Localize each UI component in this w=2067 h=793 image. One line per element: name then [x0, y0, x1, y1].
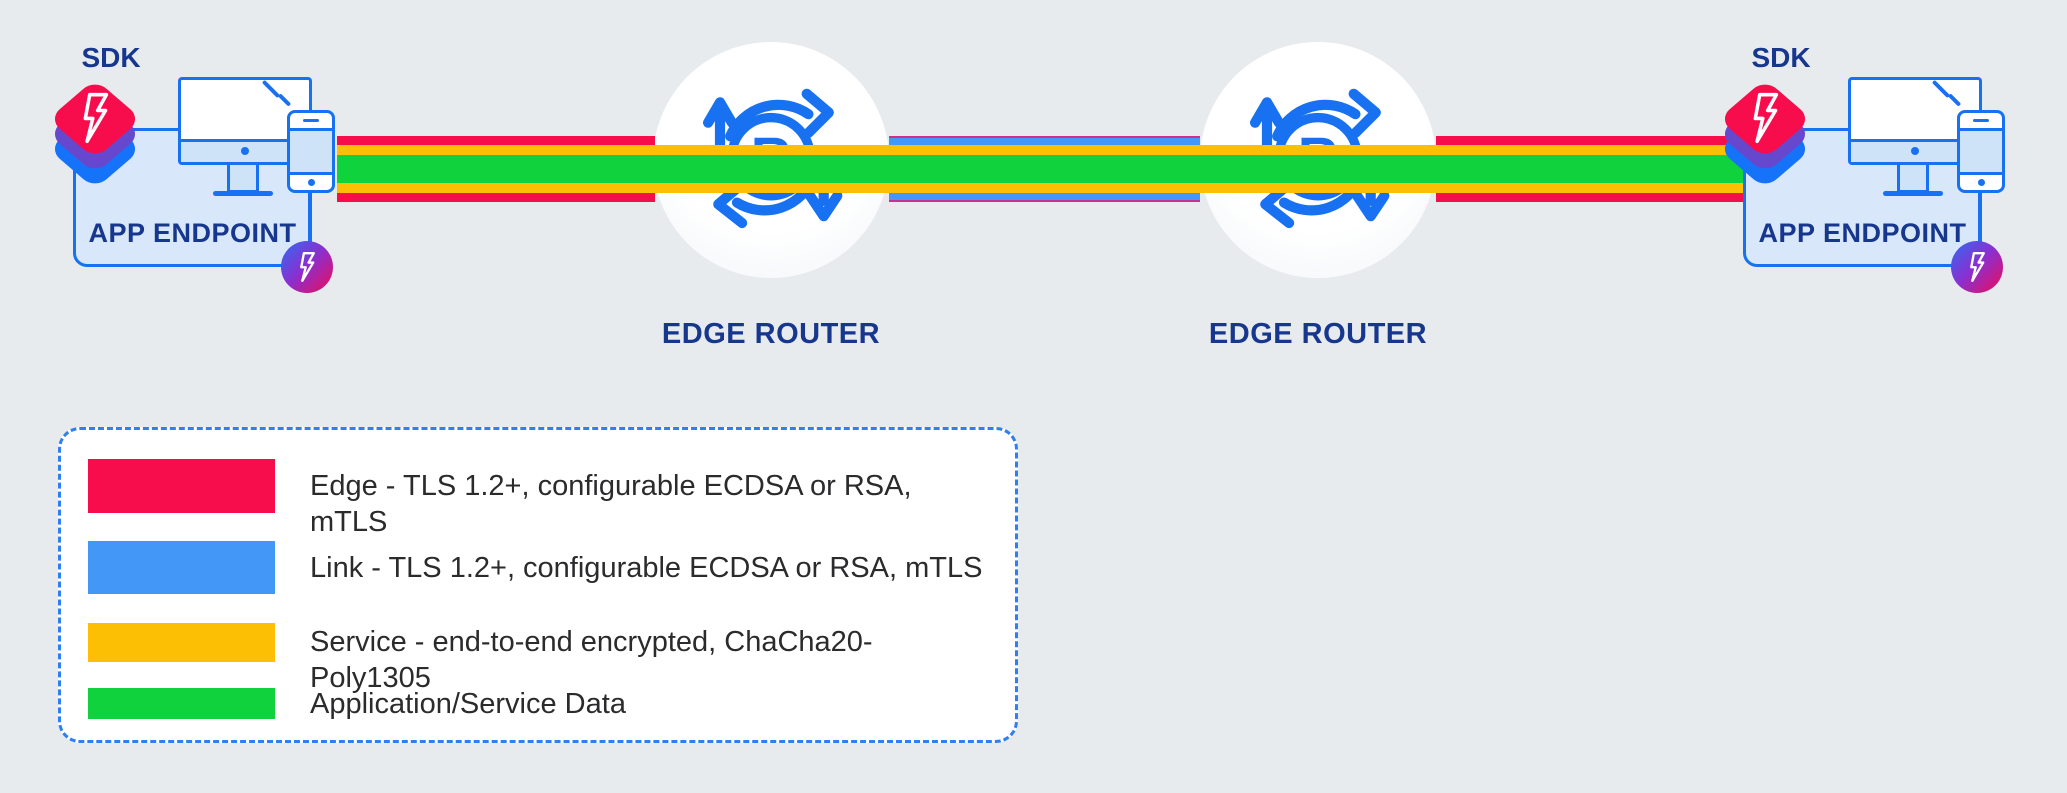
legend-swatch-service [88, 623, 275, 662]
endpoint-connector-line [1978, 193, 1981, 248]
service-encryption-line-top [337, 145, 1743, 155]
legend-box: Edge - TLS 1.2+, configurable ECDSA or R… [58, 427, 1018, 743]
legend-swatch-link [88, 541, 275, 594]
phone-speaker [303, 119, 319, 122]
monitor-stand [227, 165, 259, 193]
ziti-bolt-icon [300, 252, 315, 282]
endpoint-connector-line [308, 193, 311, 248]
phone-speaker [1973, 119, 1989, 122]
legend-swatch-application [88, 688, 275, 719]
legend-label-application: Application/Service Data [310, 688, 626, 720]
edge-tls-line-right-top [1436, 136, 1743, 146]
monitor-button [241, 147, 249, 155]
ziti-bolt-icon [1753, 92, 1779, 144]
application-data-line [337, 155, 1743, 183]
monitor-base [213, 191, 273, 196]
monitor-base [1883, 191, 1943, 196]
app-endpoint-label: APP ENDPOINT [1758, 218, 1967, 248]
app-endpoint-left: SDK APP ENDPOINT [40, 30, 345, 330]
app-endpoint-label: APP ENDPOINT [88, 218, 297, 248]
sdk-label: SDK [1751, 42, 1811, 73]
ziti-identity-icon [281, 241, 333, 293]
edge-tls-line-right-bottom [1436, 192, 1743, 202]
phone-screen [1960, 128, 2002, 175]
edge-router-label-right: EDGE ROUTER [1208, 318, 1428, 350]
ziti-bolt-icon [1970, 252, 1985, 282]
smartphone-icon [1957, 110, 2005, 193]
phone-home-button [1978, 179, 1985, 186]
legend-label-edge: Edge - TLS 1.2+, configurable ECDSA or R… [310, 470, 912, 538]
monitor-button [1911, 147, 1919, 155]
monitor-stand [1897, 165, 1929, 193]
phone-screen [290, 128, 332, 175]
app-endpoint-right: SDK APP ENDPOINT [1710, 30, 2015, 330]
ziti-bolt-icon [83, 92, 109, 144]
edge-tls-line-left-top [337, 136, 655, 146]
legend-swatch-edge [88, 459, 275, 513]
edge-router-label-left: EDGE ROUTER [661, 318, 881, 350]
ziti-identity-icon [1951, 241, 2003, 293]
smartphone-icon [287, 110, 335, 193]
sdk-label: SDK [81, 42, 141, 73]
phone-home-button [308, 179, 315, 186]
service-encryption-line-bottom [337, 183, 1743, 193]
edge-tls-line-left-bottom [337, 192, 655, 202]
legend-label-service: Service - end-to-end encrypted, ChaCha20… [310, 626, 873, 694]
link-tls-line-top [889, 136, 1200, 146]
legend-label-link: Link - TLS 1.2+, configurable ECDSA or R… [310, 552, 983, 584]
desktop-monitor-icon [1848, 77, 1982, 165]
link-tls-line-bottom [889, 192, 1200, 202]
